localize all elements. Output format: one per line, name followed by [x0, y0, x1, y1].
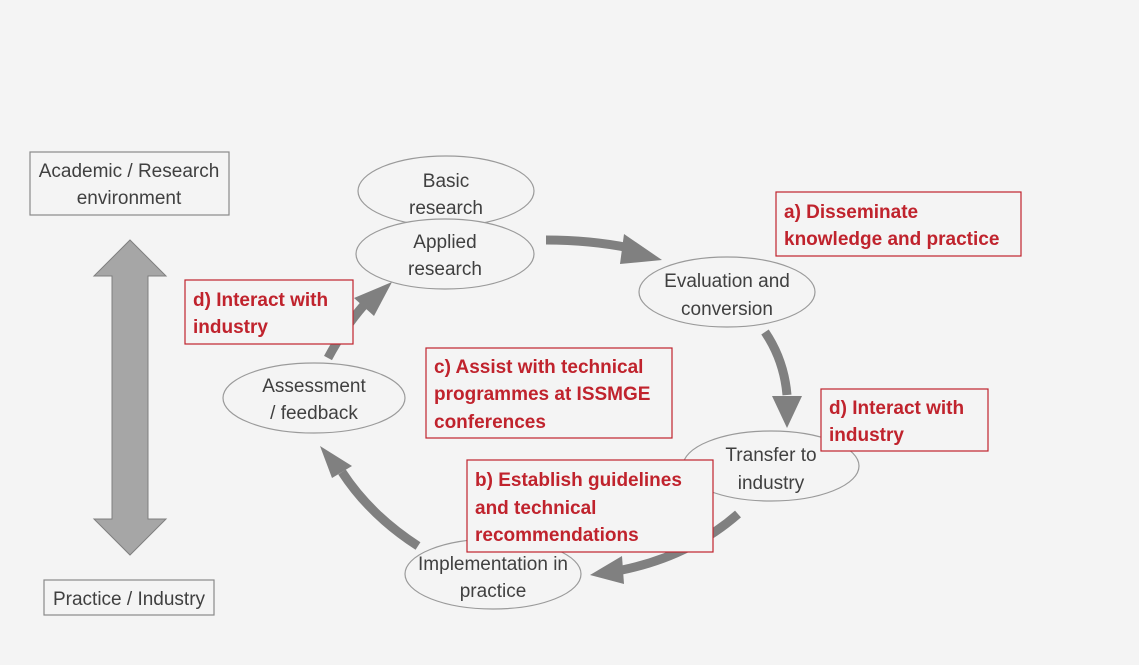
- implementation-line-1: Implementation in: [418, 554, 568, 575]
- arrow-head-5: [354, 282, 392, 316]
- transfer-line-1: Transfer to: [725, 445, 816, 466]
- assist-line-3: conferences: [434, 412, 546, 433]
- arrow-head-1: [620, 234, 662, 264]
- guidelines-line-1: b) Establish guidelines: [475, 470, 682, 491]
- activity-interact-right: d) Interact with industry: [820, 388, 989, 452]
- applied-research-line-1: Applied: [413, 232, 476, 253]
- activity-guidelines: b) Establish guidelines and technical re…: [466, 459, 714, 553]
- guidelines-line-2: and technical: [475, 498, 596, 519]
- implementation-line-2: practice: [460, 581, 527, 602]
- applied-research-line-2: research: [408, 259, 482, 280]
- evaluation-line-2: conversion: [681, 299, 773, 320]
- arrow-implementation-to-assessment: [338, 469, 421, 550]
- arrow-head-4: [320, 446, 352, 478]
- assessment-line-2: / feedback: [270, 403, 358, 424]
- practice-label: Practice / Industry: [53, 589, 206, 610]
- node-assessment: Assessment / feedback: [222, 362, 406, 434]
- node-implementation: Implementation in practice: [404, 538, 582, 610]
- arrow-head-3: [590, 556, 624, 584]
- arrow-evaluation-to-transfer: [761, 329, 792, 396]
- practice-industry-box: Practice / Industry: [43, 579, 215, 616]
- academic-line-2: environment: [77, 188, 182, 209]
- activity-assist: c) Assist with technical programmes at I…: [425, 347, 673, 439]
- assist-line-1: c) Assist with technical: [434, 357, 643, 378]
- interact-left-line-1: d) Interact with: [193, 290, 328, 311]
- node-evaluation: Evaluation and conversion: [638, 256, 816, 328]
- activity-disseminate: a) Disseminate knowledge and practice: [775, 191, 1022, 257]
- double-arrow-icon: [92, 239, 168, 556]
- academic-line-1: Academic / Research: [39, 161, 220, 182]
- interact-right-line-2: industry: [829, 425, 904, 446]
- assist-line-2: programmes at ISSMGE: [434, 384, 650, 405]
- transfer-line-2: industry: [738, 473, 805, 494]
- node-applied-research: Applied research: [355, 218, 535, 290]
- interact-left-line-2: industry: [193, 317, 268, 338]
- disseminate-line-1: a) Disseminate: [784, 202, 918, 223]
- guidelines-line-3: recommendations: [475, 525, 639, 546]
- node-basic-research: Basic research: [357, 155, 535, 227]
- activity-interact-left: d) Interact with industry: [184, 279, 354, 345]
- academic-research-box: Academic / Research environment: [29, 151, 230, 216]
- basic-research-line-1: Basic: [423, 171, 469, 192]
- basic-research-line-2: research: [409, 198, 483, 219]
- disseminate-line-2: knowledge and practice: [784, 229, 999, 250]
- node-transfer: Transfer to industry: [682, 430, 860, 502]
- assessment-line-1: Assessment: [262, 376, 366, 397]
- arrow-applied-to-evaluation: [545, 235, 631, 253]
- arrow-head-2: [772, 396, 802, 428]
- interact-right-line-1: d) Interact with: [829, 398, 964, 419]
- evaluation-line-1: Evaluation and: [664, 271, 790, 292]
